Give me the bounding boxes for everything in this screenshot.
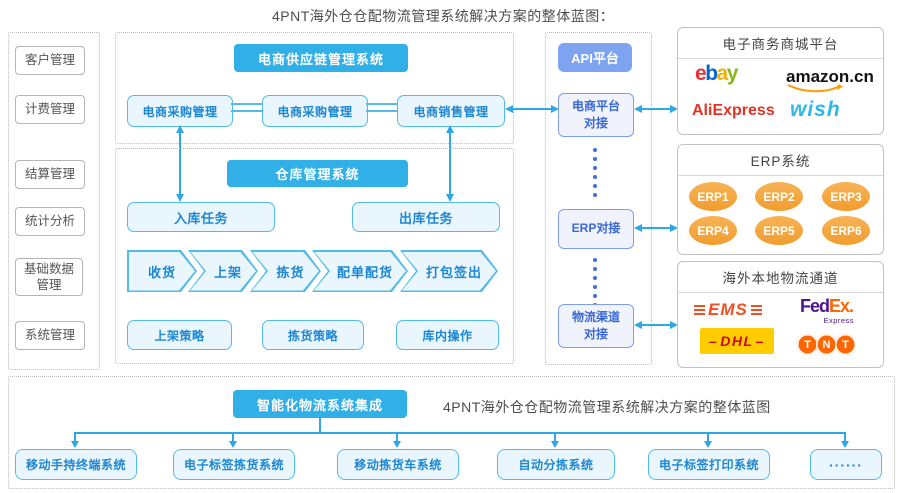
integration-caption: 4PNT海外仓仓配物流管理系统解决方案的整体蓝图 xyxy=(443,399,771,415)
flow-chevron-label: 收货 xyxy=(147,264,176,280)
double-arrow-horizontal xyxy=(634,321,678,329)
amazon-smile-icon xyxy=(787,84,843,93)
erp-node-1: ERP1 xyxy=(689,182,737,211)
dotted-connector xyxy=(593,148,597,197)
erp-node-2: ERP2 xyxy=(755,182,803,211)
system-box-picking-cart: 移动拣货车系统 xyxy=(337,449,459,480)
link-connector xyxy=(231,103,262,105)
api-node-logistics: 物流渠道对接 xyxy=(558,304,634,348)
erp-node-4: ERP4 xyxy=(689,216,737,245)
strategy-box-inhouse: 库内操作 xyxy=(396,320,499,350)
tree-drop-arrow xyxy=(229,432,237,448)
tree-drop-arrow xyxy=(71,432,79,448)
ems-stripes-icon xyxy=(750,305,762,315)
flow-chevron-label: 上架 xyxy=(213,264,242,280)
api-node-ecommerce: 电商平台对接 xyxy=(558,93,634,137)
ems-stripes-icon xyxy=(694,305,705,315)
flow-chevron-pick: 拣货 xyxy=(250,250,321,292)
strategy-box-shelving: 上架策略 xyxy=(127,320,232,350)
dotted-connector xyxy=(593,258,597,307)
integration-panel xyxy=(8,376,895,489)
api-platform-header: API平台 xyxy=(558,43,632,72)
double-arrow-horizontal xyxy=(634,224,678,232)
double-arrow-horizontal xyxy=(505,105,559,113)
outbound-task-box: 出库任务 xyxy=(352,202,500,232)
erp-node-6: ERP6 xyxy=(822,216,870,245)
erp-node-3: ERP3 xyxy=(822,182,870,211)
double-arrow-vertical xyxy=(446,125,454,202)
erp-node-5: ERP5 xyxy=(755,216,803,245)
double-arrow-horizontal xyxy=(634,105,678,113)
logistics-panel-title: 海外本地物流通道 xyxy=(678,262,883,293)
system-box-handheld: 移动手持终端系统 xyxy=(15,449,137,480)
supply-chain-header: 电商供应链管理系统 xyxy=(234,44,408,72)
ems-logo: EMS xyxy=(694,300,762,320)
strategy-box-picking: 拣货策略 xyxy=(262,320,364,350)
flow-chevron-allocate: 配单配货 xyxy=(312,250,408,292)
tree-branch xyxy=(75,432,845,434)
ecommerce-panel-title: 电子商务商城平台 xyxy=(678,28,883,59)
system-box-label-picking: 电子标签拣货系统 xyxy=(173,449,295,480)
api-node-erp: ERP对接 xyxy=(558,209,634,249)
dhl-logo: DHL xyxy=(700,328,774,354)
flow-chevron-label: 拣货 xyxy=(276,264,305,280)
amazon-logo: amazon.cn xyxy=(786,68,874,93)
system-box-more: ······ xyxy=(810,449,882,480)
sidebar-item-customer: 客户管理 xyxy=(15,46,85,75)
tnt-logo: T N T xyxy=(797,334,856,355)
tree-drop-arrow xyxy=(704,432,712,448)
supply-chain-panel xyxy=(115,32,514,144)
tree-drop-arrow xyxy=(393,432,401,448)
link-connector xyxy=(366,103,397,105)
flow-chevron-label: 配单配货 xyxy=(336,264,393,280)
wish-logo: wish xyxy=(790,98,841,121)
warehouse-header: 仓库管理系统 xyxy=(227,160,408,187)
sidebar-item-basedata: 基础数据管理 xyxy=(15,258,83,296)
sidebar-panel xyxy=(8,32,100,370)
sidebar-item-billing: 计费管理 xyxy=(15,95,85,124)
flow-chevron-receive: 收货 xyxy=(127,250,197,292)
page-title: 4PNT海外仓仓配物流管理系统解决方案的整体蓝图： xyxy=(272,8,615,24)
purchase-mgmt-box-1: 电商采购管理 xyxy=(127,95,233,127)
purchase-mgmt-box-2: 电商采购管理 xyxy=(262,95,368,127)
flow-chevron-shelve: 上架 xyxy=(188,250,258,292)
ebay-logo: ebay xyxy=(695,62,738,85)
ecommerce-panel: 电子商务商城平台 xyxy=(677,27,884,135)
integration-header: 智能化物流系统集成 xyxy=(233,390,407,418)
link-connector xyxy=(366,110,397,112)
tree-stem xyxy=(319,418,321,432)
erp-panel-title: ERP系统 xyxy=(678,145,883,176)
system-box-label-printing: 电子标签打印系统 xyxy=(648,449,770,480)
inbound-task-box: 入库任务 xyxy=(127,202,275,232)
double-arrow-vertical xyxy=(176,125,184,202)
flow-chevron-label: 打包签出 xyxy=(425,264,482,280)
flow-chevron-pack: 打包签出 xyxy=(400,250,498,292)
api-panel xyxy=(545,32,652,365)
warehouse-panel xyxy=(115,148,514,364)
sidebar-item-system: 系统管理 xyxy=(15,321,85,350)
sales-mgmt-box: 电商销售管理 xyxy=(397,95,505,127)
tree-drop-arrow xyxy=(841,432,849,448)
tree-drop-arrow xyxy=(551,432,559,448)
chevron-fill xyxy=(129,252,195,291)
link-connector xyxy=(231,110,262,112)
aliexpress-logo: AliExpress xyxy=(692,102,775,119)
fedex-logo: FedEx. Express xyxy=(800,296,855,325)
sidebar-item-statistics: 统计分析 xyxy=(15,207,85,236)
sidebar-item-settlement: 结算管理 xyxy=(15,160,85,189)
system-box-auto-sorting: 自动分拣系统 xyxy=(497,449,615,480)
